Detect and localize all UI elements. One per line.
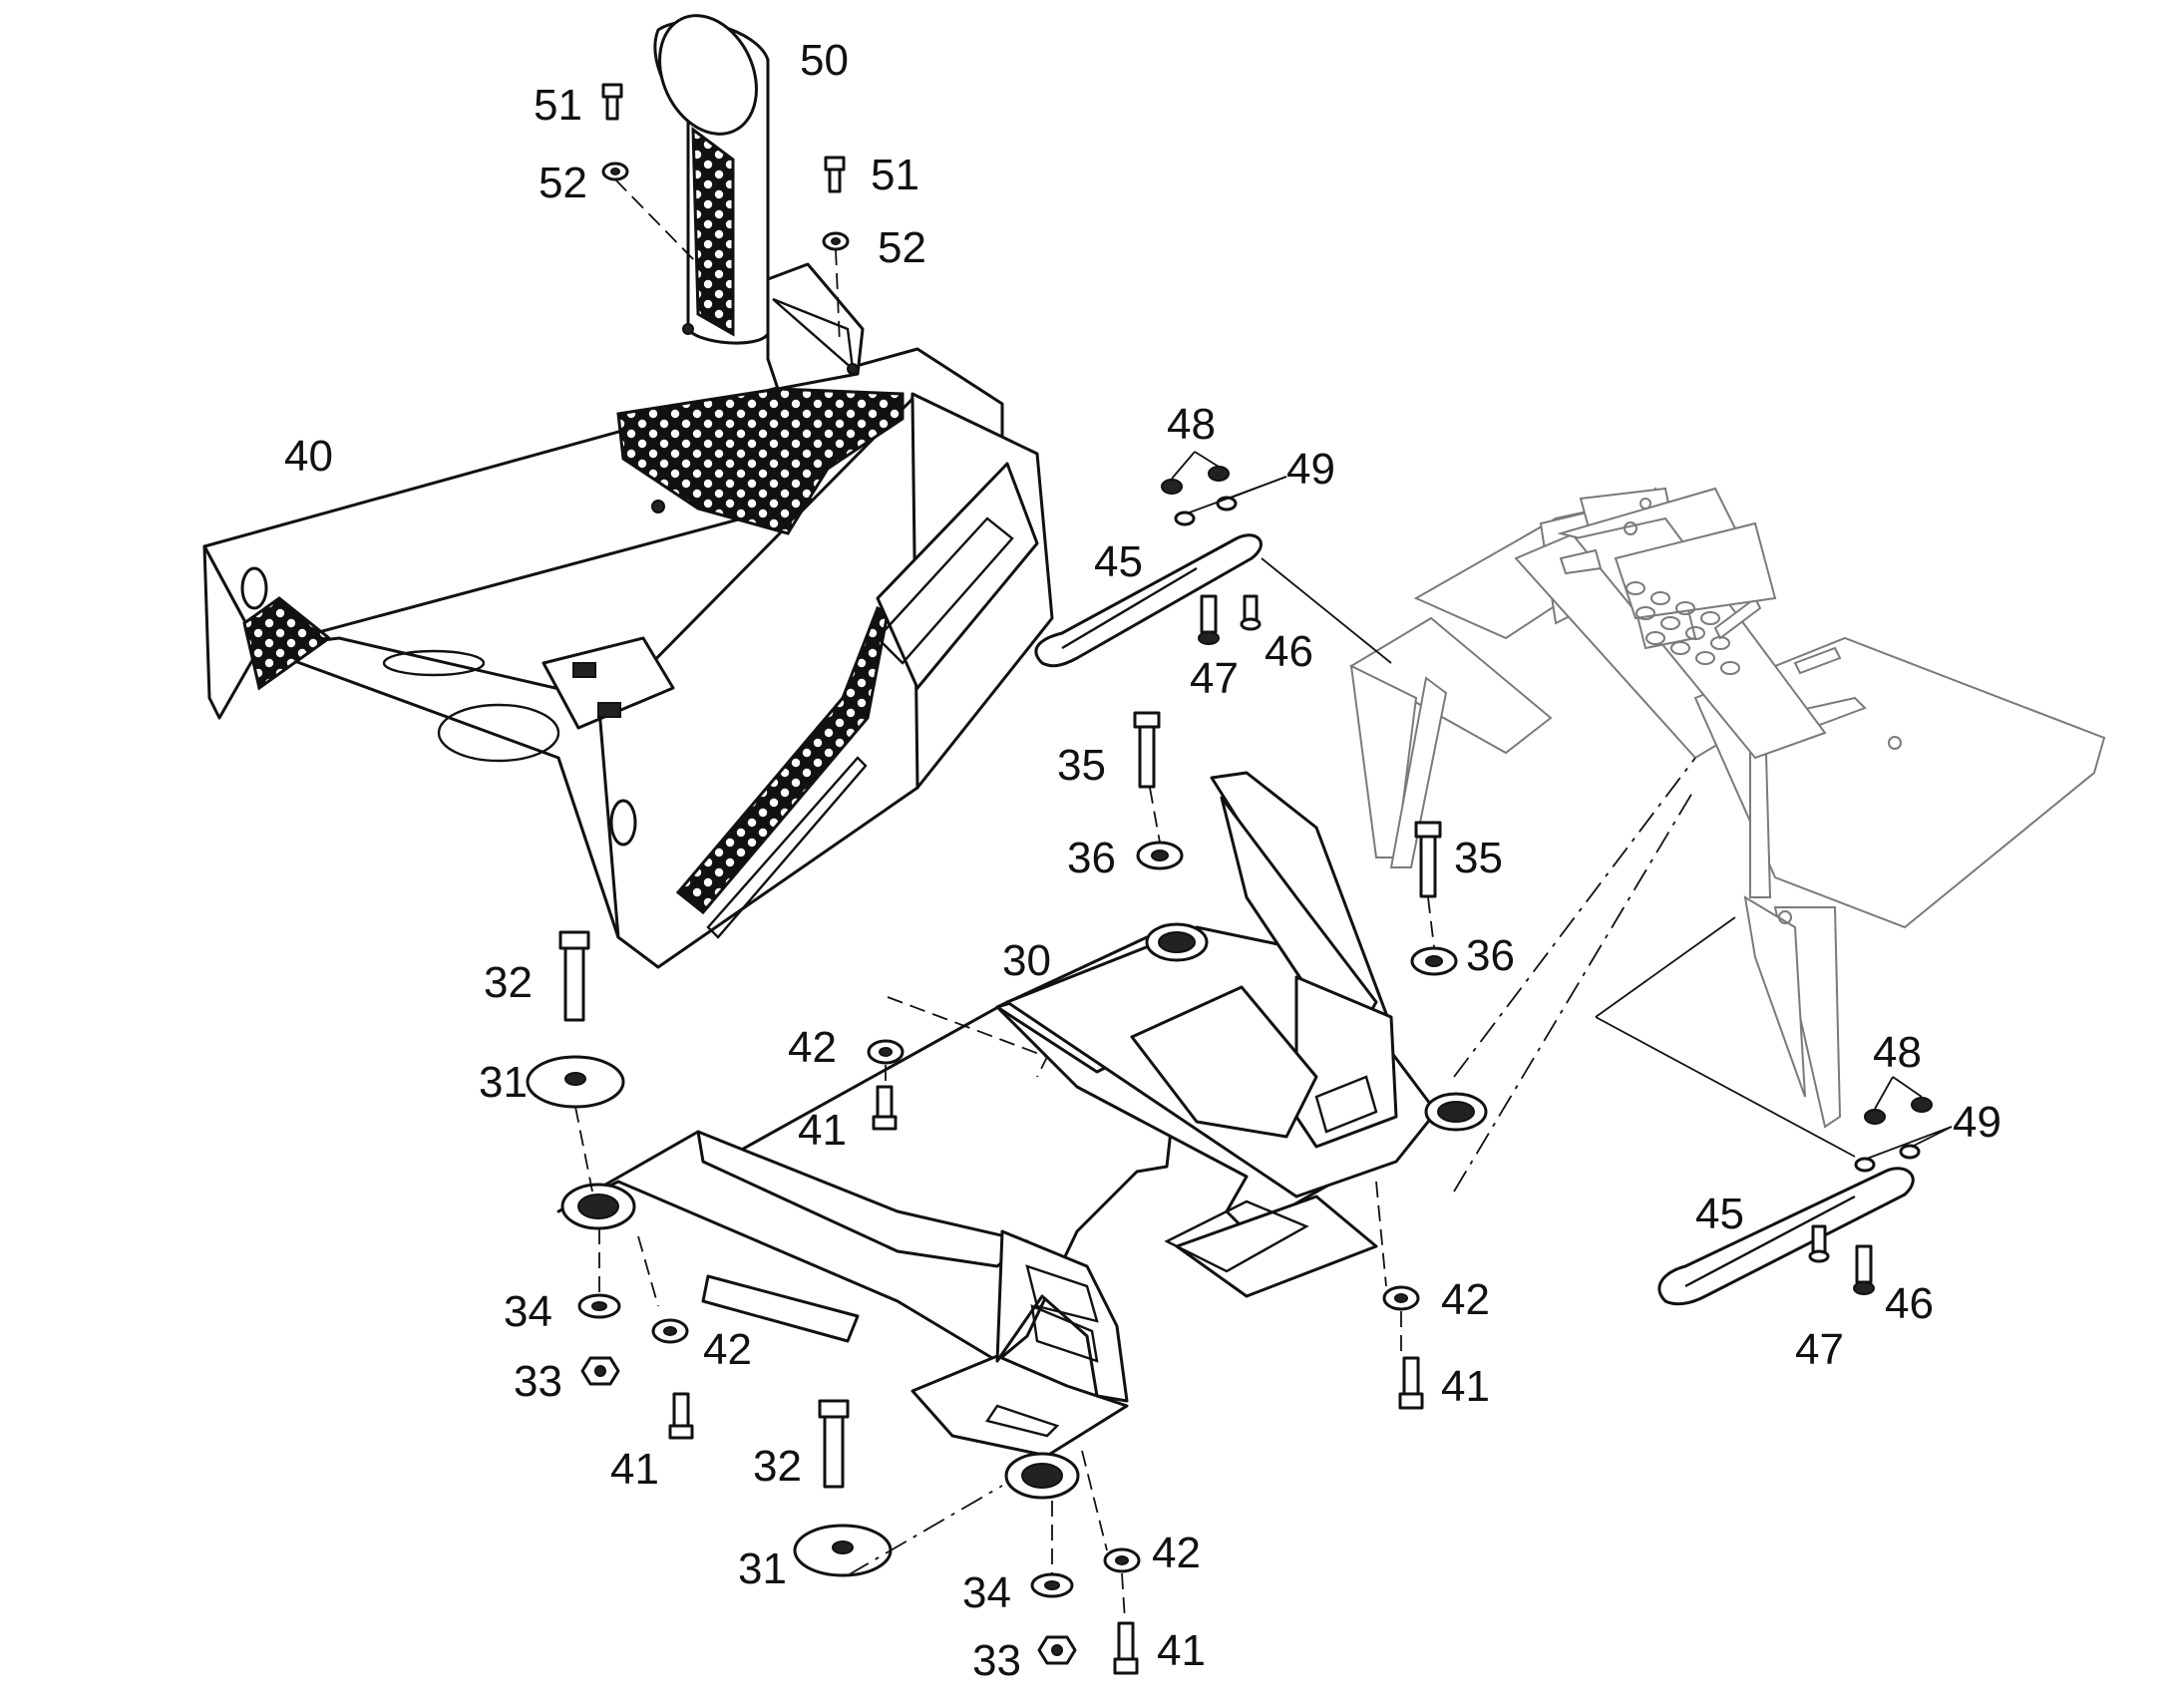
callout-35-right: 35	[1454, 834, 1503, 882]
callout-31-bottom: 31	[738, 1544, 787, 1593]
callout-36-left: 36	[1067, 834, 1116, 882]
callout-52-left: 52	[539, 159, 587, 207]
callout-35-left: 35	[1057, 741, 1106, 790]
callout-51-left: 51	[534, 81, 582, 130]
callout-33-bottom: 33	[972, 1636, 1021, 1685]
callout-36-right: 36	[1466, 931, 1515, 980]
callout-49-upper: 49	[1286, 445, 1335, 494]
callout-50: 50	[800, 36, 849, 85]
fasteners	[526, 83, 1933, 1675]
callout-51-right: 51	[871, 151, 919, 199]
callout-47-lower: 47	[1795, 1325, 1844, 1374]
callout-42-right: 42	[1441, 1275, 1490, 1324]
callout-48-upper: 48	[1167, 400, 1216, 449]
part-callouts: 50 51 52 51 52 40 48 49 45 47 46 35 36 3…	[284, 36, 2001, 1685]
callout-42-left: 42	[703, 1325, 752, 1374]
callout-49-lower: 49	[1953, 1098, 2001, 1147]
callout-48-lower: 48	[1873, 1028, 1922, 1077]
callout-34-left: 34	[504, 1287, 552, 1336]
callout-30: 30	[1002, 936, 1051, 985]
callout-46-upper: 46	[1265, 627, 1313, 676]
callout-46-lower: 46	[1885, 1279, 1934, 1328]
exhaust-pipe	[653, 14, 865, 391]
callout-41-left: 41	[610, 1445, 659, 1494]
callout-40: 40	[284, 432, 333, 481]
callout-47-upper: 47	[1190, 654, 1239, 703]
callout-41-right: 41	[1441, 1362, 1490, 1411]
callout-32-bottom: 32	[753, 1442, 802, 1491]
callout-41-bottom: 41	[1157, 1626, 1206, 1675]
callout-41-upper: 41	[798, 1106, 847, 1155]
machine-frame-reference	[1349, 487, 2106, 1129]
base-frame	[556, 771, 1488, 1500]
callout-33-left: 33	[514, 1357, 562, 1406]
callout-31-left: 31	[479, 1058, 528, 1107]
callout-45-lower: 45	[1695, 1190, 1744, 1238]
callout-34-bottom: 34	[962, 1568, 1011, 1617]
callout-45-upper: 45	[1094, 537, 1143, 586]
callout-42-upper: 42	[788, 1023, 837, 1072]
hood-cowl	[202, 347, 1054, 969]
callout-32-left: 32	[484, 958, 533, 1007]
leader-lines	[574, 178, 1953, 1621]
callout-52-right: 52	[878, 223, 926, 272]
callout-42-bottom: 42	[1152, 1529, 1201, 1577]
